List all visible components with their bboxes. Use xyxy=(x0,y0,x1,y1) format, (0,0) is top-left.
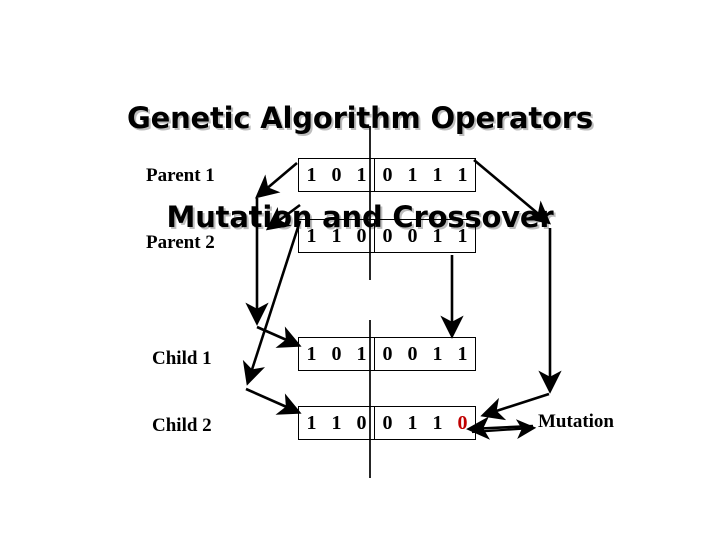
title-line-1: Genetic Algorithm Operators xyxy=(127,101,593,135)
bit-mutated: 0 xyxy=(457,412,468,434)
chromosome-child-2: 1 1 0 0 1 1 0 xyxy=(298,406,476,440)
row-label-child-2: Child 2 xyxy=(152,415,212,436)
bit: 1 xyxy=(457,343,468,365)
bit: 1 xyxy=(331,225,342,247)
bit: 1 xyxy=(432,412,443,434)
bit: 0 xyxy=(382,412,393,434)
chromosome-child-1: 1 0 1 0 0 1 1 xyxy=(298,337,476,371)
bit: 1 xyxy=(432,225,443,247)
bit: 0 xyxy=(382,225,393,247)
chromosome-parent-2: 1 1 0 0 0 1 1 xyxy=(298,219,476,253)
bit: 1 xyxy=(306,164,317,186)
mutation-annotation-label: Mutation xyxy=(538,411,614,432)
segment-left-parent-2: 1 1 0 xyxy=(299,220,374,252)
segment-right-parent-1: 0 1 1 1 xyxy=(374,159,475,191)
segment-left-child-2: 1 1 0 xyxy=(299,407,374,439)
arrow-mutation-pointer xyxy=(466,416,534,440)
row-label-parent-2: Parent 2 xyxy=(146,232,215,253)
bit: 1 xyxy=(407,164,418,186)
row-label-parent-1: Parent 1 xyxy=(146,165,215,186)
arrow-into-child2-left xyxy=(245,387,302,415)
bit: 0 xyxy=(407,225,418,247)
bit: 1 xyxy=(432,343,443,365)
bit: 1 xyxy=(432,164,443,186)
bit: 1 xyxy=(306,412,317,434)
segment-right-child-1: 0 0 1 1 xyxy=(374,338,475,370)
bit: 1 xyxy=(356,343,367,365)
arrow-mutation-tail xyxy=(471,419,537,439)
segment-left-parent-1: 1 0 1 xyxy=(299,159,374,191)
bit: 1 xyxy=(331,412,342,434)
segment-left-child-1: 1 0 1 xyxy=(299,338,374,370)
bit: 0 xyxy=(356,412,367,434)
bit: 0 xyxy=(356,225,367,247)
chromosome-parent-1: 1 0 1 0 1 1 1 xyxy=(298,158,476,192)
bit: 1 xyxy=(306,343,317,365)
bit: 0 xyxy=(331,164,342,186)
bit: 1 xyxy=(457,225,468,247)
bit: 0 xyxy=(382,343,393,365)
bit: 0 xyxy=(382,164,393,186)
bit: 1 xyxy=(407,412,418,434)
bit: 0 xyxy=(407,343,418,365)
arrow-into-child1-left xyxy=(256,325,302,348)
bit: 0 xyxy=(331,343,342,365)
segment-right-parent-2: 0 0 1 1 xyxy=(374,220,475,252)
bit: 1 xyxy=(457,164,468,186)
bit: 1 xyxy=(306,225,317,247)
row-label-child-1: Child 1 xyxy=(152,348,212,369)
bit: 1 xyxy=(356,164,367,186)
segment-right-child-2: 0 1 1 0 xyxy=(374,407,475,439)
